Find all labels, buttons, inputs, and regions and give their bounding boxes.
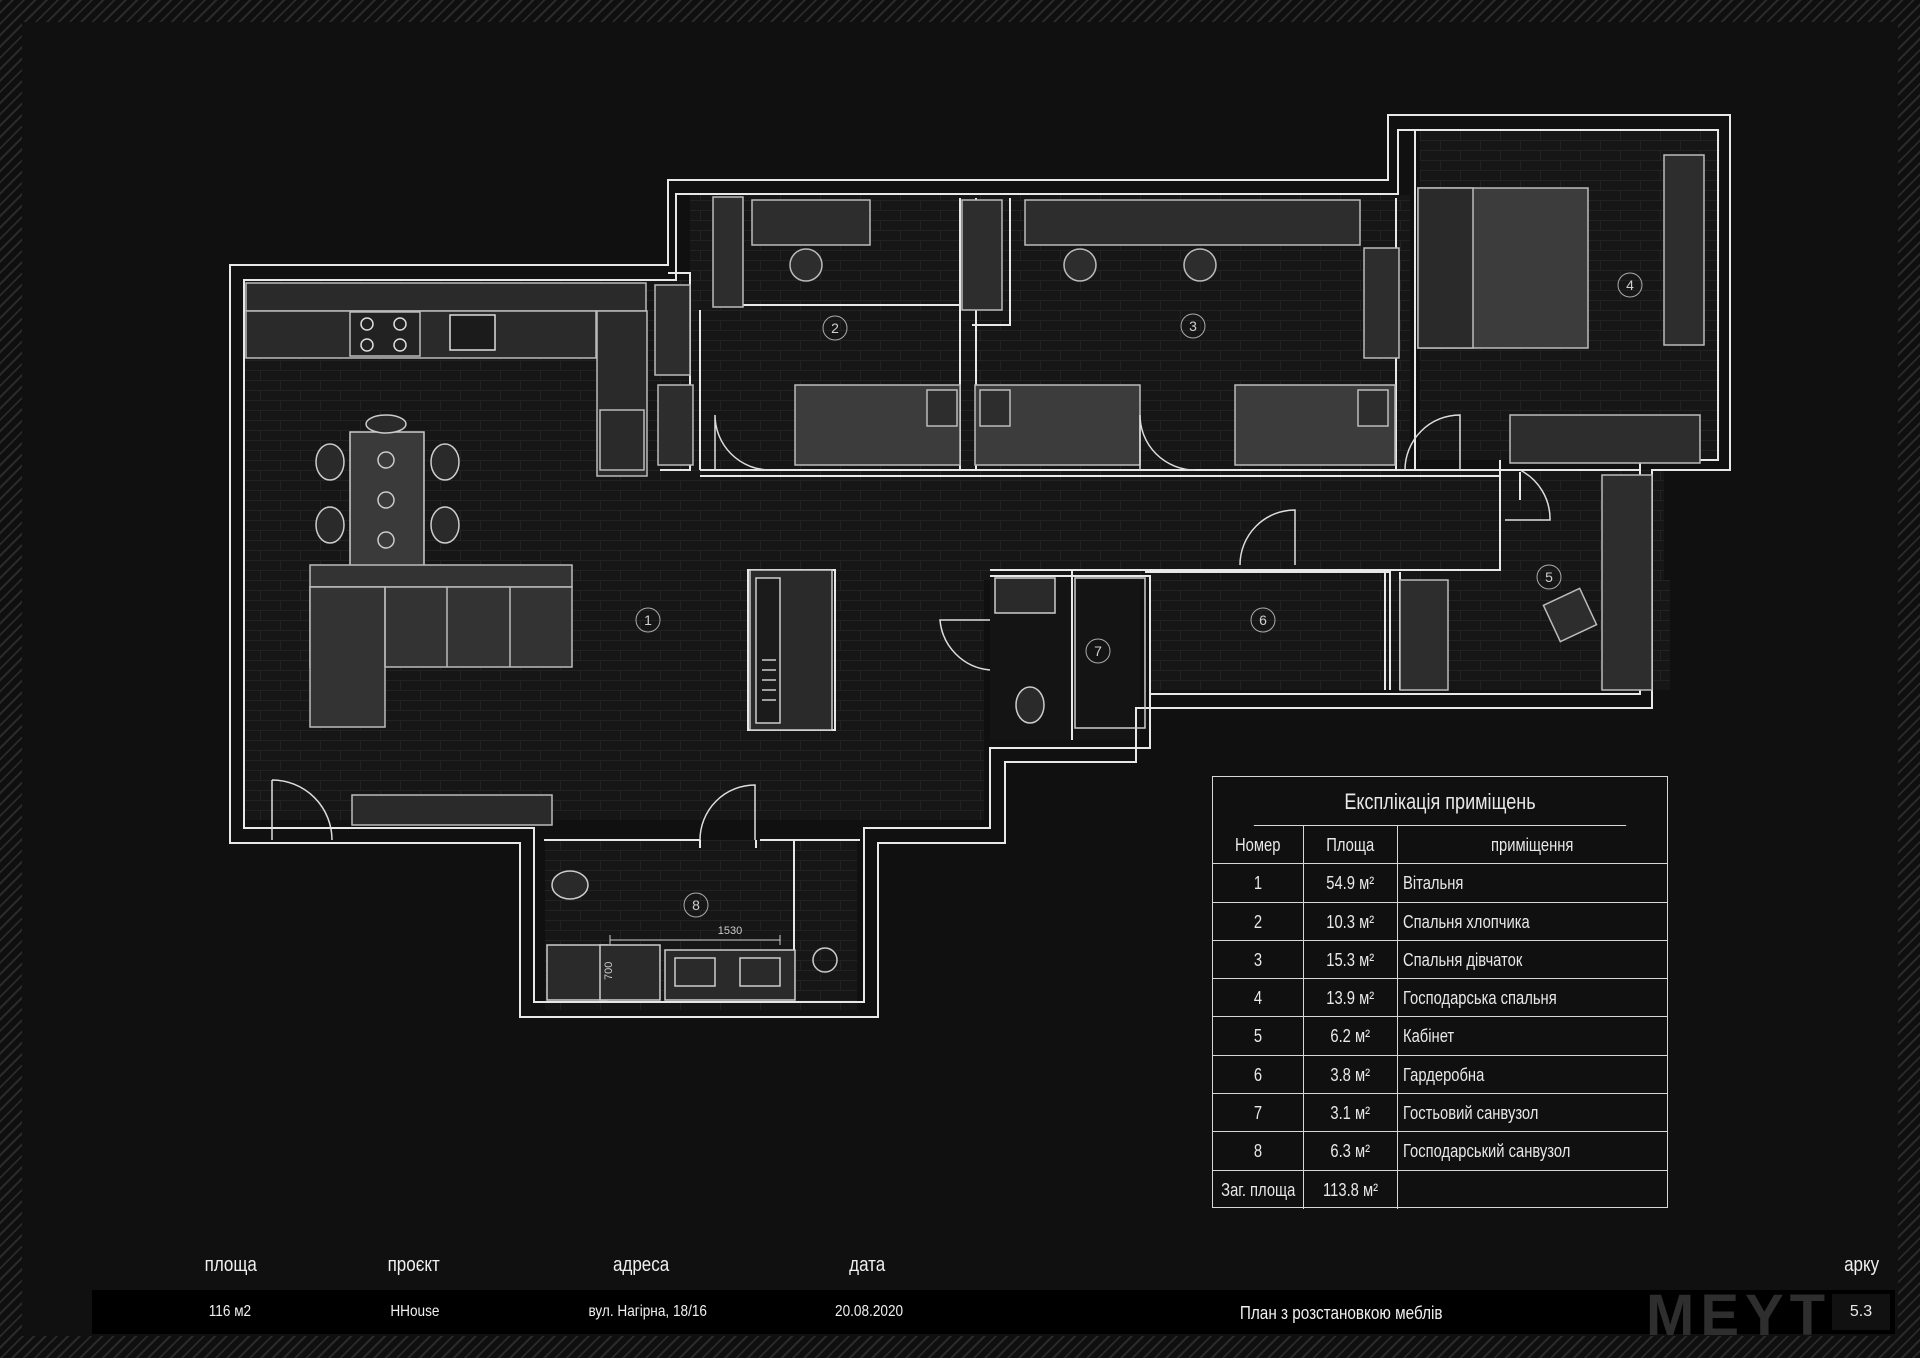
cell-area: 54.9 м² xyxy=(1326,873,1375,894)
value-project: HHouse xyxy=(390,1303,440,1320)
table-row: 1 54.9 м² Вітальня xyxy=(1213,864,1667,903)
table-row: 5 6.2 м² Кабінет xyxy=(1213,1017,1667,1056)
cell-room: Спальня хлопчика xyxy=(1403,911,1530,932)
logo: MEYT xyxy=(1646,1283,1832,1348)
explication-table: Експлікація приміщень Номер Площа приміщ… xyxy=(1212,776,1668,1209)
cell-num: 6 xyxy=(1253,1064,1263,1085)
master-bed xyxy=(1417,154,1705,464)
cell-room: Спальня дівчаток xyxy=(1403,949,1523,970)
room-number: 8 xyxy=(692,897,700,913)
kitchen-cabinets xyxy=(245,282,648,477)
value-date: 20.08.2020 xyxy=(835,1303,904,1320)
label-project: проєкт xyxy=(387,1254,440,1276)
height-dimension: 700 xyxy=(603,962,615,980)
room-number: 2 xyxy=(831,320,839,336)
cell-num: 2 xyxy=(1253,911,1263,932)
room-number: 5 xyxy=(1545,569,1553,585)
cell-room: Кабінет xyxy=(1403,1026,1455,1047)
table-row: 4 13.9 м² Господарська спальня xyxy=(1213,979,1667,1018)
header-area: Площа xyxy=(1326,835,1375,855)
cell-num: 1 xyxy=(1253,873,1263,894)
walls xyxy=(229,114,1731,1018)
value-address: вул. Нагірна, 18/16 xyxy=(588,1303,707,1320)
label-sheet: арку xyxy=(1844,1254,1880,1276)
cell-area: 13.9 м² xyxy=(1326,988,1375,1009)
sheet-number: 5.3 xyxy=(1832,1294,1890,1330)
label-address: адреса xyxy=(612,1254,670,1276)
total-label: Заг. площа xyxy=(1221,1179,1296,1200)
table-row: 3 15.3 м² Спальня дівчаток xyxy=(1213,940,1667,980)
table-row: 7 3.1 м² Гостьовий санвузол xyxy=(1213,1094,1667,1133)
table-row: 8 6.3 м² Господарський санвузол xyxy=(1213,1132,1667,1171)
cell-area: 6.3 м² xyxy=(1330,1141,1371,1162)
dimension-lines: 1530 700 xyxy=(603,925,781,980)
cell-room: Господарський санвузол xyxy=(1403,1141,1571,1162)
hob-burners xyxy=(360,314,496,352)
cell-num: 8 xyxy=(1253,1141,1263,1162)
cell-room: Гардеробна xyxy=(1403,1064,1485,1085)
drawing-title: План з розстановкою меблів xyxy=(1239,1303,1443,1323)
room-number: 7 xyxy=(1094,643,1102,659)
width-dimension: 1530 xyxy=(718,925,742,937)
label-date: дата xyxy=(849,1254,886,1276)
cell-area: 3.1 м² xyxy=(1330,1103,1371,1124)
room-labels: 1 2 3 4 5 6 7 8 xyxy=(635,272,1643,918)
cell-room: Вітальня xyxy=(1403,873,1464,894)
cell-num: 7 xyxy=(1253,1103,1263,1124)
room-number: 1 xyxy=(644,612,652,628)
door-swings xyxy=(271,414,1551,841)
value-area: 116 м2 xyxy=(208,1303,252,1320)
room-number: 3 xyxy=(1189,318,1197,334)
title-block-bar xyxy=(92,1290,1895,1334)
explication-title: Експлікація приміщень xyxy=(1253,777,1627,826)
total-area: 113.8 м² xyxy=(1322,1179,1378,1200)
table-row: 6 3.8 м² Гардеробна xyxy=(1213,1055,1667,1095)
dining-table xyxy=(315,414,460,567)
cell-area: 6.2 м² xyxy=(1330,1026,1371,1047)
cell-room: Гостьовий санвузол xyxy=(1403,1103,1539,1124)
sofa xyxy=(309,564,573,728)
table-header: Номер Площа приміщення xyxy=(1213,826,1667,865)
study-furniture xyxy=(1399,474,1653,691)
piano-unit xyxy=(749,569,833,731)
cell-room: Господарська спальня xyxy=(1403,988,1557,1009)
cell-num: 4 xyxy=(1253,988,1263,1009)
cell-area: 3.8 м² xyxy=(1330,1064,1371,1085)
header-room: приміщення xyxy=(1491,835,1574,855)
label-area: площа xyxy=(204,1254,257,1276)
table-row: 2 10.3 м² Спальня хлопчика xyxy=(1213,902,1667,941)
cell-area: 10.3 м² xyxy=(1326,911,1375,932)
cell-num: 5 xyxy=(1253,1026,1263,1047)
room-number: 6 xyxy=(1259,612,1267,628)
bedroom-furniture xyxy=(654,196,1400,466)
header-num: Номер xyxy=(1235,835,1281,855)
bathroom-fixtures xyxy=(546,577,1146,1001)
cell-num: 3 xyxy=(1253,949,1263,970)
room-number: 4 xyxy=(1626,277,1634,293)
cell-area: 15.3 м² xyxy=(1326,949,1375,970)
table-total-row: Заг. площа 113.8 м² xyxy=(1213,1170,1667,1209)
tv-console xyxy=(351,794,553,826)
